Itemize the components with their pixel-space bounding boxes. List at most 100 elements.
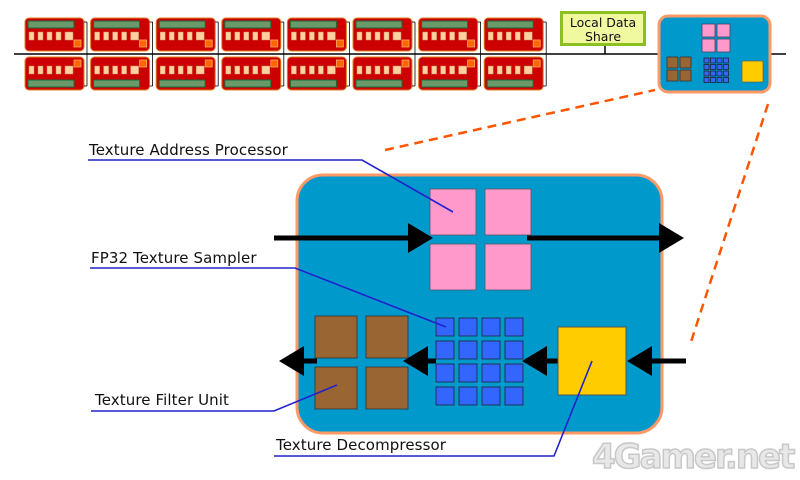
- label-texture-decompressor: Texture Decompressor: [276, 436, 447, 454]
- alu-lane: [252, 31, 259, 41]
- sfu-block: [401, 59, 410, 68]
- alu-lane: [505, 31, 512, 41]
- simd-unit: [352, 17, 413, 52]
- alu-lane: [309, 31, 315, 41]
- overview-sampler-block: [703, 57, 710, 64]
- overview-filter-block: [666, 69, 679, 82]
- alu-lane: [374, 31, 381, 41]
- alu-lane: [94, 65, 100, 75]
- alu-lane: [422, 31, 428, 41]
- sfu-block: [335, 39, 344, 48]
- overview-address-block: [716, 23, 731, 38]
- register-file: [289, 20, 337, 29]
- alu-lane: [195, 65, 205, 75]
- sampler-block: [458, 363, 478, 383]
- alu-lane: [121, 65, 127, 75]
- alu-lane: [46, 65, 53, 75]
- address-processor-block: [484, 243, 532, 291]
- filter-unit-block: [314, 366, 358, 410]
- register-file: [355, 20, 403, 29]
- overview-sampler-block: [723, 70, 729, 77]
- alu-lane: [55, 31, 62, 41]
- overview-sampler-block: [710, 77, 716, 83]
- alu-lane: [431, 65, 437, 75]
- simd-unit: [483, 17, 544, 52]
- alu-lane: [291, 31, 297, 41]
- alu-lane: [392, 31, 402, 41]
- compute-units-row: [24, 17, 547, 91]
- overview-address-block: [701, 23, 716, 38]
- alu-lane: [112, 31, 118, 41]
- alu-lane: [37, 65, 44, 75]
- overview-decompressor: [741, 60, 764, 83]
- alu-lane: [309, 65, 315, 75]
- address-processor-block: [429, 243, 477, 291]
- sfu-block: [467, 39, 476, 48]
- alu-lane: [300, 65, 306, 75]
- simd-unit: [24, 56, 85, 91]
- alu-lane: [112, 65, 118, 75]
- alu-lane: [261, 65, 271, 75]
- alu-lane: [383, 31, 390, 41]
- register-file: [158, 79, 206, 88]
- sfu-block: [270, 59, 279, 68]
- sfu-block: [270, 39, 279, 48]
- overview-sampler-block: [723, 57, 729, 64]
- sampler-group: [435, 317, 524, 406]
- register-file: [289, 79, 337, 88]
- alu-lane: [28, 65, 35, 75]
- alu-lane: [261, 31, 271, 41]
- alu-lane: [55, 65, 62, 75]
- address-processor-block: [484, 188, 532, 236]
- alu-lane: [94, 31, 100, 41]
- sampler-block: [504, 363, 524, 383]
- register-file: [27, 20, 75, 29]
- simd-unit: [286, 17, 347, 52]
- label-texture-filter-unit: Texture Filter Unit: [95, 391, 230, 409]
- simd-unit: [155, 17, 216, 52]
- register-file: [224, 79, 272, 88]
- alu-lane: [28, 31, 35, 41]
- alu-lane: [252, 65, 259, 75]
- sampler-block: [481, 317, 501, 337]
- sampler-block: [458, 386, 478, 406]
- sfu-block: [467, 59, 476, 68]
- register-file: [158, 20, 206, 29]
- alu-lane: [496, 31, 503, 41]
- sfu-block: [401, 39, 410, 48]
- leader-sampler: [90, 267, 447, 328]
- alu-lane: [496, 65, 503, 75]
- overview-sampler-block: [703, 64, 710, 70]
- alu-lane: [318, 65, 324, 75]
- register-file: [421, 79, 469, 88]
- zoom-line-left: [384, 88, 656, 152]
- alu-lane: [318, 31, 324, 41]
- simd-unit: [24, 17, 85, 52]
- alu-lane: [449, 65, 455, 75]
- alu-lane: [327, 31, 336, 41]
- alu-lane: [458, 65, 467, 75]
- alu-lane: [168, 65, 175, 75]
- register-file: [93, 20, 141, 29]
- alu-lane: [356, 31, 363, 41]
- alu-lane: [103, 65, 109, 75]
- overview-filter-block: [666, 56, 679, 69]
- overview-address-block: [701, 38, 716, 53]
- alu-lane: [431, 31, 437, 41]
- alu-lane: [177, 65, 184, 75]
- alu-lane: [243, 31, 250, 41]
- alu-lane: [225, 31, 232, 41]
- address-processor-group: [429, 188, 532, 291]
- sampler-block: [504, 340, 524, 360]
- sfu-block: [335, 59, 344, 68]
- alu-lane: [186, 65, 193, 75]
- alu-lane: [523, 31, 533, 41]
- alu-lane: [449, 31, 455, 41]
- overview-sampler-block: [716, 70, 723, 77]
- label-texture-address-processor: Texture Address Processor: [89, 141, 288, 159]
- label-fp32-texture-sampler: FP32 Texture Sampler: [91, 249, 257, 267]
- simd-unit: [418, 56, 479, 91]
- sampler-block: [481, 363, 501, 383]
- sfu-block: [532, 39, 541, 48]
